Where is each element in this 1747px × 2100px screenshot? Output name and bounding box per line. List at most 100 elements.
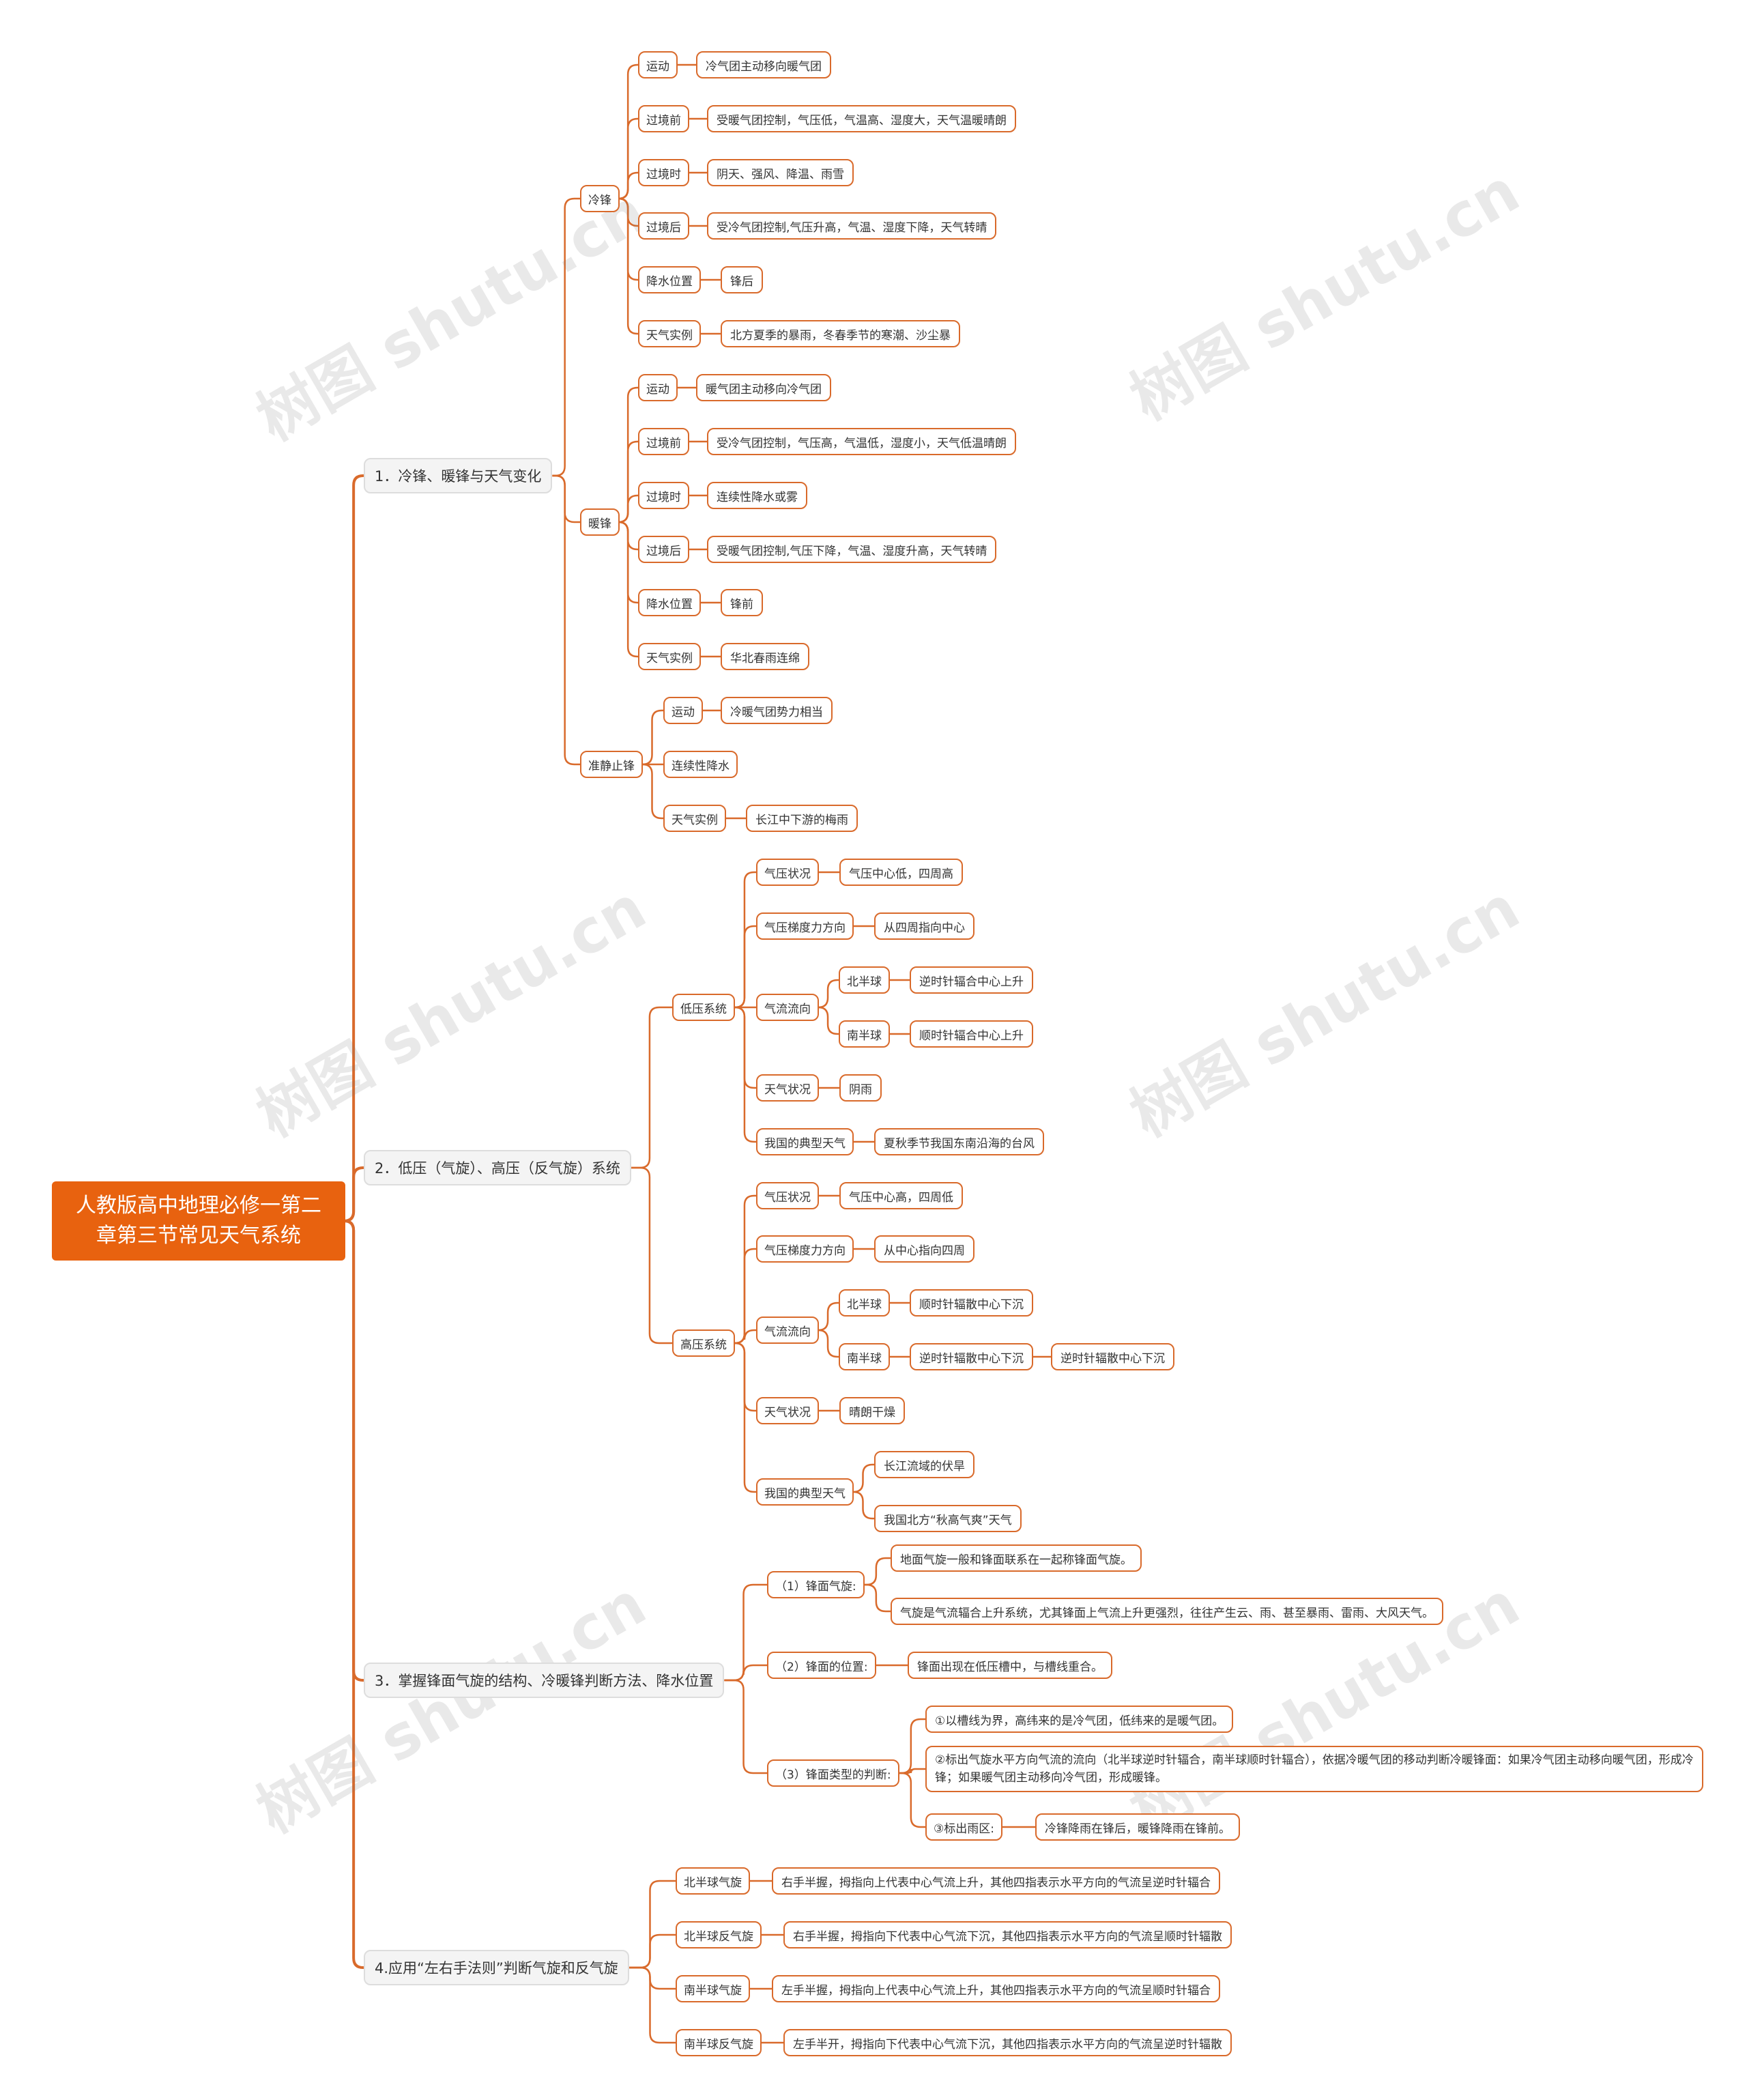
nh-anticyclone-value[interactable]: 右手半握，拇指向下代表中心气流下沉，其他四指表示水平方向的气流呈顺时针辐散 [783, 1921, 1232, 1948]
front-type-rule-1[interactable]: ①以槽线为界，高纬来的是冷气团，低纬来的是暖气团。 [925, 1706, 1234, 1733]
cold-front-precip-label[interactable]: 降水位置 [638, 266, 701, 293]
cold-front-precip-value[interactable]: 锋后 [721, 266, 763, 293]
front-position-value[interactable]: 锋面出现在低压槽中，与槽线重合。 [908, 1652, 1112, 1679]
cold-front-during-value[interactable]: 阴天、强风、降温、雨雪 [707, 159, 854, 186]
connector-line [734, 1248, 756, 1344]
high-pressure-typical-value-2[interactable]: 我国北方“秋高气爽”天气 [874, 1505, 1022, 1532]
warm-front-node[interactable]: 暖锋 [580, 508, 620, 536]
warm-front-precip-value[interactable]: 锋前 [721, 589, 763, 616]
stationary-front-example-value[interactable]: 长江中下游的梅雨 [746, 805, 858, 832]
warm-front-precip-label[interactable]: 降水位置 [638, 589, 701, 616]
connector-line [724, 1679, 767, 1774]
low-pressure-gradient-value[interactable]: 从四周指向中心 [874, 912, 974, 940]
front-type-rule-3-value[interactable]: 冷锋降雨在锋后，暖锋降雨在锋前。 [1035, 1813, 1240, 1841]
cold-front-motion-value[interactable]: 冷气团主动移向暖气团 [696, 51, 831, 78]
low-pressure-node[interactable]: 低压系统 [672, 994, 735, 1021]
connector-line [734, 871, 756, 1009]
cold-front-before-label[interactable]: 过境前 [638, 105, 689, 132]
frontal-cyclone-definition-2[interactable]: 气旋是气流辐合上升系统，尤其锋面上气流上升更强烈，往往产生云、雨、甚至暴雨、雷雨… [891, 1598, 1443, 1625]
high-pressure-flow-label[interactable]: 气流流向 [756, 1317, 819, 1344]
high-pressure-status-value[interactable]: 气压中心高，四周低 [839, 1182, 963, 1209]
front-type-rule-3-label[interactable]: ③标出雨区: [925, 1813, 1002, 1841]
low-pressure-weather-label[interactable]: 天气状况 [756, 1074, 819, 1102]
high-pressure-gradient-label[interactable]: 气压梯度力方向 [756, 1235, 854, 1263]
cold-front-during-label[interactable]: 过境时 [638, 159, 689, 186]
high-pressure-north-value[interactable]: 顺时针辐散中心下沉 [910, 1289, 1033, 1317]
root-topic[interactable]: 人教版高中地理必修一第二章第三节常见天气系统 [52, 1181, 345, 1261]
front-type-rule-2[interactable]: ②标出气旋水平方向气流的流向（北半球逆时针辐合，南半球顺时针辐合），依据冷暖气团… [925, 1746, 1703, 1792]
stationary-front-motion-value[interactable]: 冷暖气团势力相当 [721, 697, 833, 724]
cold-front-after-label[interactable]: 过境后 [638, 212, 689, 240]
connector-line [344, 1220, 364, 1969]
low-pressure-south-label[interactable]: 南半球 [839, 1020, 890, 1048]
frontal-cyclone-definition-node[interactable]: （1）锋面气旋: [767, 1571, 865, 1598]
high-pressure-south-value[interactable]: 逆时针辐散中心下沉 [910, 1343, 1033, 1370]
high-pressure-typical-label[interactable]: 我国的典型天气 [756, 1478, 854, 1506]
high-pressure-node[interactable]: 高压系统 [672, 1329, 735, 1357]
sh-anticyclone-value[interactable]: 左手半开，拇指向下代表中心气流下沉，其他四指表示水平方向的气流呈逆时针辐散 [783, 2029, 1232, 2056]
frontal-cyclone-definition-1[interactable]: 地面气旋一般和锋面联系在一起称锋面气旋。 [891, 1544, 1142, 1572]
sh-cyclone-value[interactable]: 左手半握，拇指向上代表中心气流上升，其他四指表示水平方向的气流呈顺时针辐合 [772, 1975, 1220, 2002]
low-pressure-south-value[interactable]: 顺时针辐合中心上升 [910, 1020, 1033, 1048]
stationary-front-node[interactable]: 准静止锋 [580, 751, 643, 778]
connector-line [853, 1463, 874, 1493]
high-pressure-typical-value-1[interactable]: 长江流域的伏旱 [874, 1451, 974, 1478]
connector-line [629, 1933, 676, 1969]
sh-anticyclone-label[interactable]: 南半球反气旋 [676, 2029, 762, 2056]
warm-front-example-label[interactable]: 天气实例 [638, 643, 701, 670]
warm-front-during-value[interactable]: 连续性降水或雾 [707, 482, 807, 509]
warm-front-motion-value[interactable]: 暖气团主动移向冷气团 [696, 374, 831, 401]
cold-front-example-label[interactable]: 天气实例 [638, 320, 701, 347]
branch-4-hand-rule[interactable]: 4.应用“左右手法则”判断气旋和反气旋 [364, 1950, 629, 1985]
cold-front-node[interactable]: 冷锋 [580, 185, 620, 212]
low-pressure-typical-label[interactable]: 我国的典型天气 [756, 1128, 854, 1155]
branch-1-fronts[interactable]: 1．冷锋、暖锋与天气变化 [364, 458, 553, 493]
nh-cyclone-label[interactable]: 北半球气旋 [676, 1867, 750, 1895]
high-pressure-gradient-value[interactable]: 从中心指向四周 [874, 1235, 974, 1263]
connector-line [864, 1557, 891, 1586]
connector-line [552, 474, 580, 766]
stationary-front-motion-label[interactable]: 运动 [663, 697, 703, 724]
connector-line [629, 1966, 676, 1990]
high-pressure-south-value-repeat[interactable]: 逆时针辐散中心下沉 [1051, 1343, 1174, 1370]
nh-cyclone-value[interactable]: 右手半握，拇指向上代表中心气流上升，其他四指表示水平方向的气流呈逆时针辐合 [772, 1867, 1220, 1895]
front-position-node[interactable]: （2）锋面的位置: [767, 1652, 876, 1679]
connector-line [631, 1006, 672, 1169]
branch-3-frontal-cyclone[interactable]: 3．掌握锋面气旋的结构、冷暖锋判断方法、降水位置 [364, 1663, 725, 1698]
warm-front-after-label[interactable]: 过境后 [638, 536, 689, 563]
low-pressure-north-label[interactable]: 北半球 [839, 966, 890, 994]
warm-front-motion-label[interactable]: 运动 [638, 374, 678, 401]
high-pressure-weather-label[interactable]: 天气状况 [756, 1397, 819, 1424]
low-pressure-weather-value[interactable]: 阴雨 [839, 1074, 882, 1102]
connector-line [618, 494, 638, 523]
high-pressure-weather-value[interactable]: 晴朗干燥 [839, 1397, 905, 1424]
connector-line [642, 763, 663, 820]
high-pressure-south-label[interactable]: 南半球 [839, 1343, 890, 1370]
low-pressure-gradient-label[interactable]: 气压梯度力方向 [756, 912, 854, 940]
connector-line [899, 1772, 925, 1828]
low-pressure-north-value[interactable]: 逆时针辐合中心上升 [910, 966, 1033, 994]
cold-front-after-value[interactable]: 受冷气团控制,气压升高，气温、湿度下降，天气转晴 [707, 212, 997, 240]
connector-line [734, 1006, 756, 1143]
low-pressure-typical-value[interactable]: 夏秋季节我国东南沿海的台风 [874, 1128, 1044, 1155]
nh-anticyclone-label[interactable]: 北半球反气旋 [676, 1921, 762, 1948]
stationary-front-rain[interactable]: 连续性降水 [663, 751, 738, 778]
branch-2-pressure-systems[interactable]: 2．低压（气旋）、高压（反气旋）系统 [364, 1150, 631, 1185]
warm-front-before-label[interactable]: 过境前 [638, 428, 689, 455]
cold-front-motion-label[interactable]: 运动 [638, 51, 678, 78]
high-pressure-status-label[interactable]: 气压状况 [756, 1182, 819, 1209]
warm-front-before-value[interactable]: 受冷气团控制，气压高，气温低，湿度小，天气低温晴朗 [707, 428, 1016, 455]
low-pressure-flow-label[interactable]: 气流流向 [756, 994, 819, 1021]
warm-front-after-value[interactable]: 受暖气团控制,气压下降，气温、湿度升高，天气转晴 [707, 536, 997, 563]
low-pressure-status-value[interactable]: 气压中心低，四周高 [839, 859, 963, 886]
stationary-front-example-label[interactable]: 天气实例 [663, 805, 726, 832]
low-pressure-status-label[interactable]: 气压状况 [756, 859, 819, 886]
cold-front-before-value[interactable]: 受暖气团控制，气压低，气温高、湿度大，天气温暖晴朗 [707, 105, 1016, 132]
cold-front-example-value[interactable]: 北方夏季的暴雨，冬春季节的寒潮、沙尘暴 [721, 320, 960, 347]
sh-cyclone-label[interactable]: 南半球气旋 [676, 1975, 750, 2002]
high-pressure-north-label[interactable]: 北半球 [839, 1289, 890, 1317]
warm-front-during-label[interactable]: 过境时 [638, 482, 689, 509]
warm-front-example-value[interactable]: 华北春雨连绵 [721, 643, 809, 670]
front-type-node[interactable]: （3）锋面类型的判断: [767, 1759, 899, 1787]
